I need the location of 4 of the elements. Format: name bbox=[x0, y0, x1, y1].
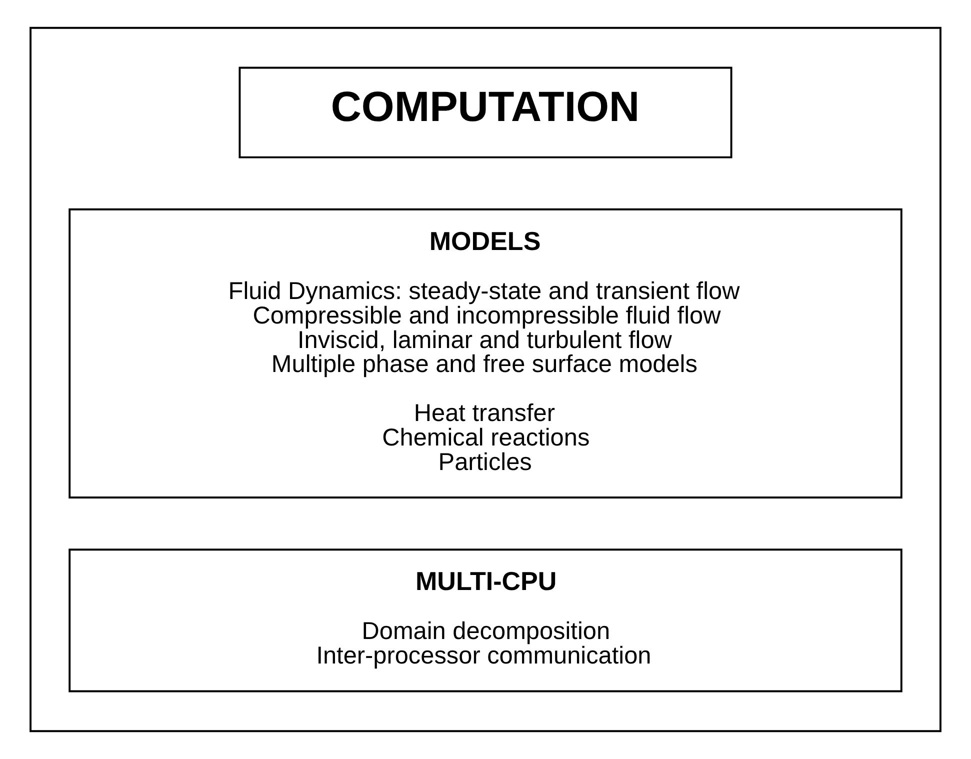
node-box: MODELS Fluid Dynamics: steady-state and transient flow Compressible and incompressible fluid flow Inviscid, laminar and turbulent flow Multiple phase and free surface models Heat transfer Chemical reactions Particles bbox=[68, 208, 902, 498]
cluster bbox=[30, 26, 942, 732]
node-box: COMPUTATION bbox=[238, 66, 732, 158]
node-box: MULTI-CPU Domain decomposition Inter-processor communication bbox=[68, 548, 902, 692]
